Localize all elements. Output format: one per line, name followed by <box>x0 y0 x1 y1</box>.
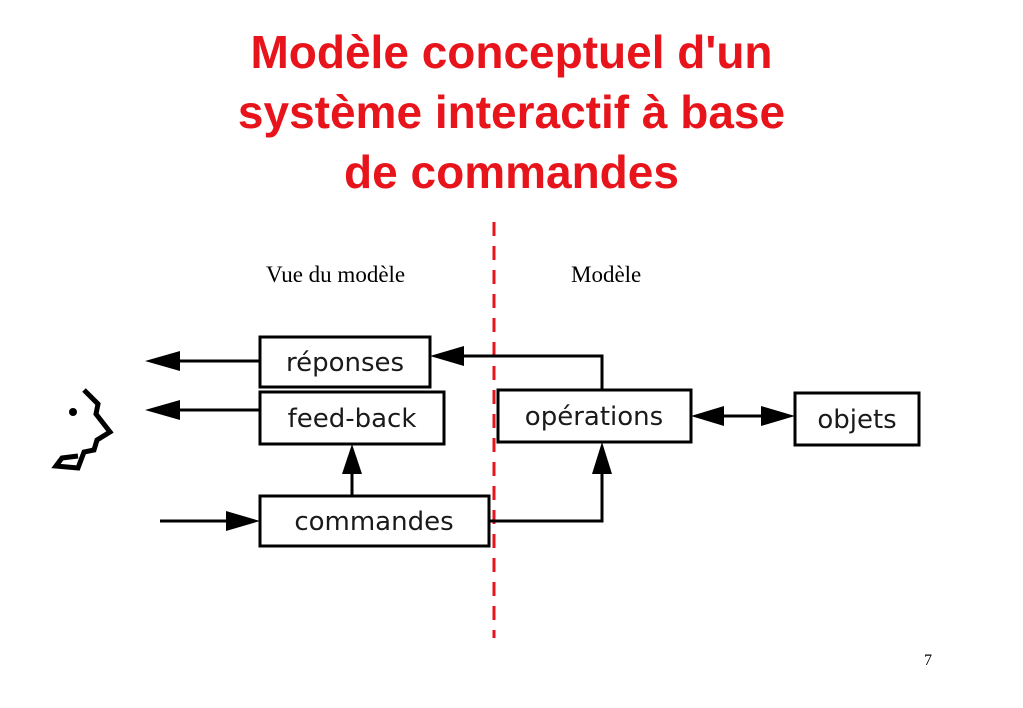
arrowheads <box>145 346 795 531</box>
box-commandes: commandes <box>258 494 491 548</box>
box-objets-label: objets <box>817 405 896 435</box>
title-line-2: système interactif à base <box>237 86 786 138</box>
page-number: 7 <box>924 652 932 669</box>
slide-title: Modèle conceptuel d'un système interacti… <box>0 22 1023 202</box>
title-line-1: Modèle conceptuel d'un <box>250 26 773 78</box>
arrowhead-reponses-in <box>430 346 464 366</box>
box-objets: objets <box>793 391 921 447</box>
box-commandes-label: commandes <box>294 507 453 537</box>
title-line-3: de commandes <box>344 146 679 198</box>
arrowhead-operations-left <box>691 406 724 426</box>
arrow-commandes-to-operations <box>489 472 604 523</box>
box-feedback: feed-back <box>258 390 446 446</box>
arrowhead-feedback-up <box>342 444 362 474</box>
arrowhead-feedback-user <box>145 400 180 420</box>
user-face-profile-icon <box>51 388 114 471</box>
box-reponses: réponses <box>258 335 432 389</box>
box-operations-label: opérations <box>525 402 663 432</box>
box-operations: opérations <box>496 388 693 444</box>
connectors <box>160 354 765 523</box>
box-feedback-label: feed-back <box>288 404 417 434</box>
model-label: Modèle <box>571 262 642 287</box>
arrowhead-operations-up <box>592 442 612 474</box>
arrowhead-commandes-in <box>226 511 260 531</box>
arrowhead-reponses-user <box>145 351 180 371</box>
view-label: Vue du modèle <box>266 262 406 287</box>
box-reponses-label: réponses <box>286 348 404 378</box>
arrow-operations-to-reponses <box>460 354 604 390</box>
arrowhead-objets-right <box>761 406 795 426</box>
